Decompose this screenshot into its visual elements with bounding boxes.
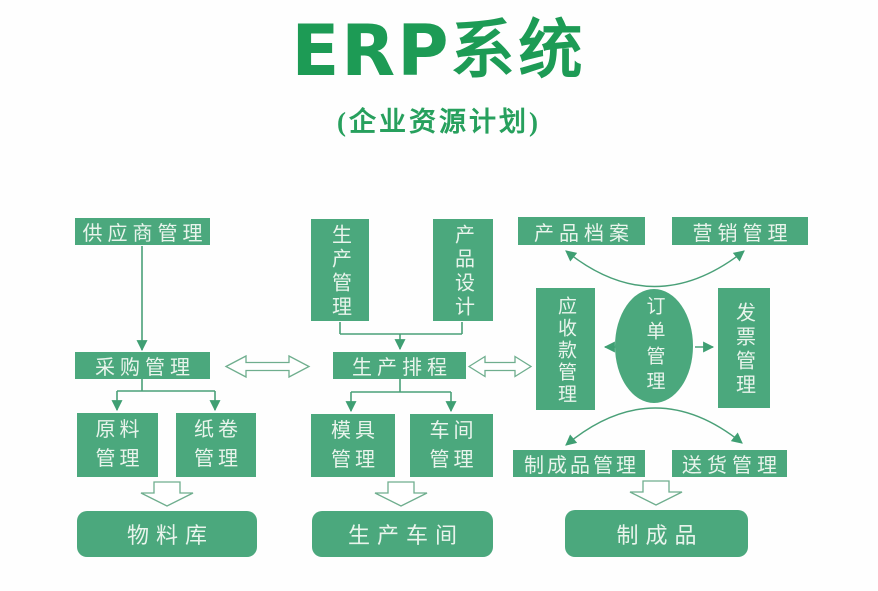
double-arrow-scheduling-receivables [467, 355, 533, 378]
node-workshop-management: 车间 管理 [410, 414, 493, 477]
diagram-header: ERP系统 (企业资源计划) [0, 16, 878, 139]
title-erp: ERP [291, 10, 451, 92]
node-supplier-management: 供应商管理 [75, 218, 210, 245]
node-raw-material-management: 原料 管理 [77, 413, 158, 477]
node-marketing-management: 营销管理 [672, 217, 808, 245]
down-arrow-to-production-workshop [374, 481, 428, 507]
node-finished-goods: 制成品 [565, 510, 748, 557]
node-product-design: 产品设计 [433, 219, 493, 321]
bracket-scheduling [351, 379, 451, 393]
node-procurement-management: 采购管理 [75, 352, 210, 379]
double-arrow-procurement-scheduling [224, 354, 311, 379]
title-system: 系统 [450, 15, 587, 86]
arc-order-to-finished-delivery [565, 407, 743, 446]
node-delivery-management: 送货管理 [672, 450, 787, 477]
page-title: ERP系统 [0, 16, 878, 86]
arc-order-to-archive-marketing [565, 250, 745, 288]
node-finished-goods-management: 制成品管理 [513, 450, 645, 477]
node-receivables-management: 应收款管理 [536, 288, 595, 410]
node-production-scheduling: 生产排程 [333, 352, 466, 379]
bracket-production-design [339, 322, 463, 335]
down-arrow-to-finished-goods [629, 480, 683, 506]
node-paper-roll-management: 纸卷 管理 [176, 413, 256, 477]
node-material-warehouse: 物料库 [77, 511, 257, 557]
node-production-workshop: 生产车间 [312, 511, 493, 557]
page-subtitle: (企业资源计划) [337, 107, 541, 137]
node-production-management: 生产管理 [311, 219, 369, 321]
node-invoice-management: 发票管理 [718, 288, 770, 408]
down-arrow-to-material-warehouse [140, 481, 194, 507]
node-mold-management: 模具 管理 [311, 414, 395, 477]
bracket-procurement [117, 379, 215, 392]
node-order-management: 订单管理 [615, 289, 693, 403]
node-product-archive: 产品档案 [518, 217, 645, 245]
